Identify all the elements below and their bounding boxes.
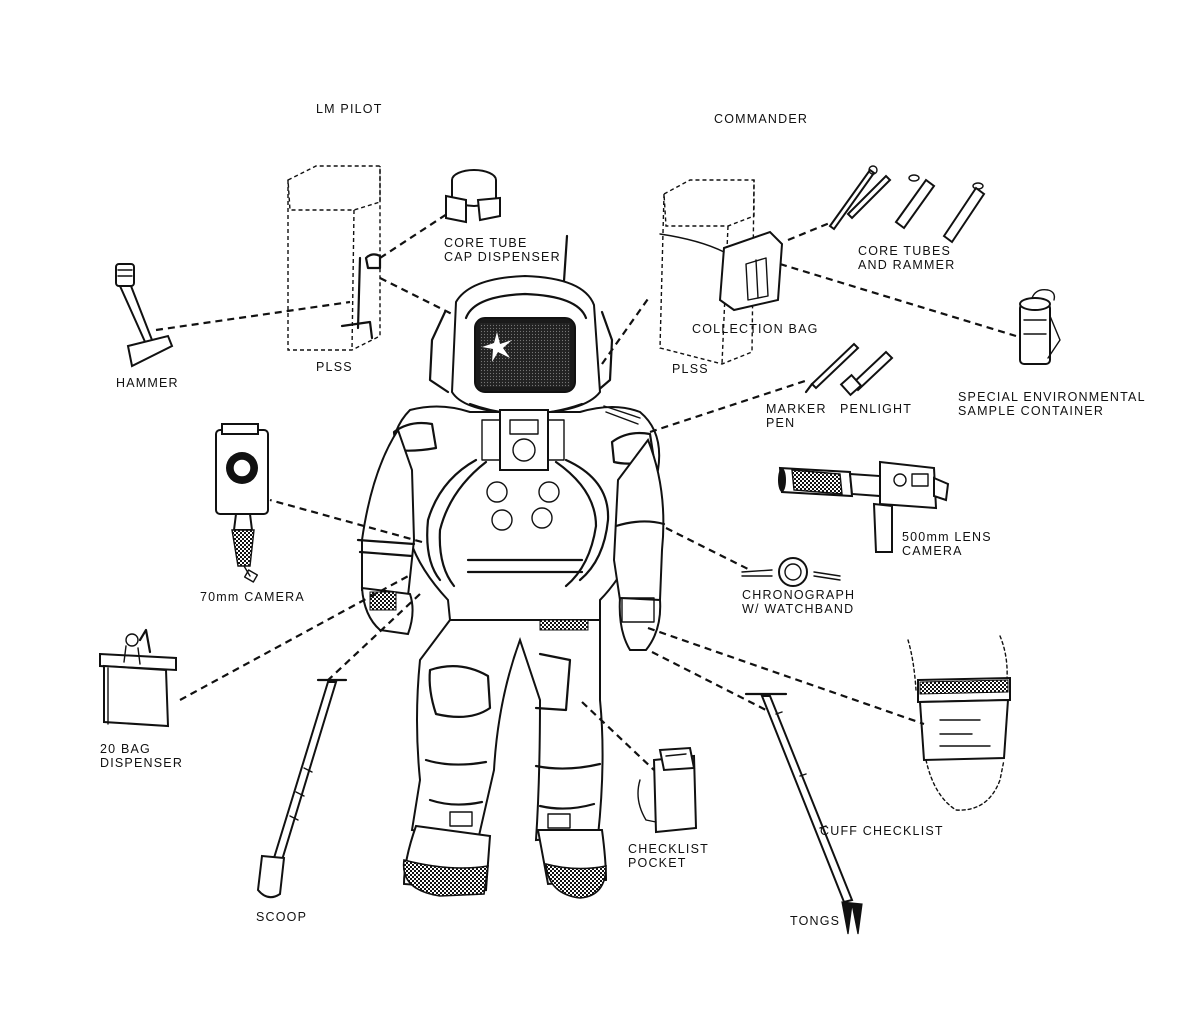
label-chronograph: CHRONOGRAPH W/ WATCHBAND [742, 588, 856, 616]
label-plss-left: PLSS [316, 360, 353, 374]
label-scoop: SCOOP [256, 910, 308, 924]
heading-commander: COMMANDER [714, 112, 809, 126]
core-tubes-icon [828, 165, 986, 244]
sample-container-icon [1019, 288, 1061, 365]
marker-pen-icon [804, 342, 860, 394]
label-cuff-checklist: CUFF CHECKLIST [820, 824, 944, 838]
label-tongs: TONGS [790, 914, 841, 928]
tongs-icon [744, 692, 863, 935]
label-500mm-lens-camera: 500mm LENS CAMERA [902, 530, 992, 558]
camera-icon [215, 423, 269, 583]
label-collection-bag: COLLECTION BAG [692, 322, 819, 336]
telephoto-camera-icon [778, 460, 950, 553]
bag-dispenser-icon [99, 628, 177, 728]
wristwatch-icon [741, 557, 841, 587]
checklist-pocket-icon [637, 746, 698, 834]
label-core-tubes-and-rammer: CORE TUBES AND RAMMER [858, 244, 956, 272]
label-special-environmental-sample-container: SPECIAL ENVIRONMENTAL SAMPLE CONTAINER [958, 390, 1146, 418]
astronaut-icon [356, 234, 666, 899]
scoop-icon [256, 678, 348, 899]
plss-right-icon [659, 179, 784, 365]
cap-dispenser-icon [445, 169, 501, 224]
plss-left-icon [287, 165, 382, 351]
cuff-checklist-icon [907, 635, 1011, 811]
label-plss-right: PLSS [672, 362, 709, 376]
label-hammer: HAMMER [116, 376, 179, 390]
hammer-icon [115, 263, 174, 368]
label-penlight: PENLIGHT [840, 402, 913, 416]
heading-lm-pilot: LM PILOT [316, 102, 383, 116]
leader-lines [155, 211, 1017, 771]
label-core-tube-cap-dispenser: CORE TUBE CAP DISPENSER [444, 236, 561, 264]
label-70mm-camera: 70mm CAMERA [200, 590, 305, 604]
label-20-bag-dispenser: 20 BAG DISPENSER [100, 742, 184, 770]
label-marker-pen: MARKER PEN [766, 402, 827, 430]
label-checklist-pocket: CHECKLIST POCKET [628, 842, 709, 870]
penlight-icon [839, 350, 894, 397]
